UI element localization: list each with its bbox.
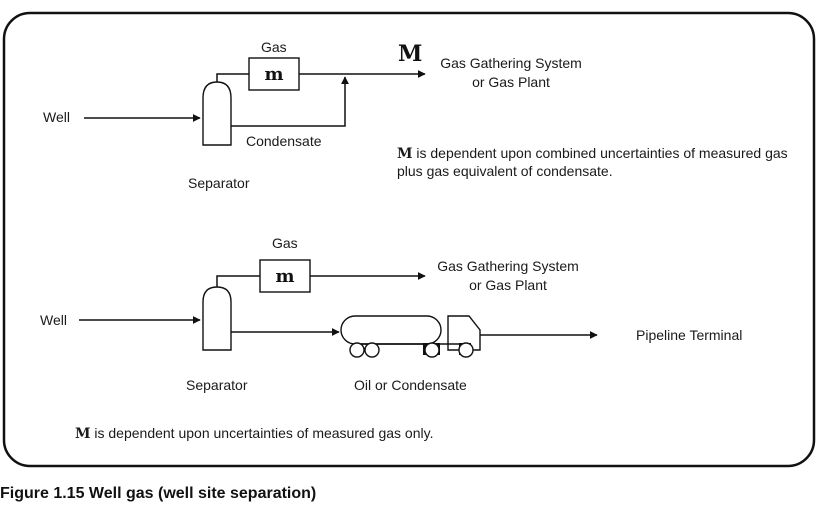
top-note-line1: M is dependent upon combined uncertainti… xyxy=(397,145,788,162)
top-separator-vessel-icon xyxy=(202,81,232,146)
top-destination-line1: Gas Gathering System xyxy=(440,55,582,71)
bottom-oil-label: Oil or Condensate xyxy=(354,377,467,393)
bottom-gas-line xyxy=(216,275,260,287)
bottom-pipeline-label: Pipeline Terminal xyxy=(636,327,742,343)
tank-truck-icon xyxy=(340,315,481,358)
diagram-frame xyxy=(2,11,816,468)
top-well-label: Well xyxy=(43,109,70,125)
bottom-separator-label: Separator xyxy=(186,377,248,393)
top-gas-label: Gas xyxy=(261,39,287,55)
top-gas-line xyxy=(216,73,249,82)
bottom-gas-meter-label: m xyxy=(275,266,294,287)
bottom-diagram: Well Separator Gas m Gas Gathering Syste… xyxy=(40,235,742,442)
top-condensate-line xyxy=(231,76,349,127)
top-destination-line2: or Gas Plant xyxy=(472,74,550,90)
bottom-well-label: Well xyxy=(40,312,67,328)
bottom-gas-meter xyxy=(259,259,311,293)
bottom-separator-vessel-icon xyxy=(202,286,232,351)
top-note-line2: plus gas equivalent of condensate. xyxy=(397,163,613,179)
figure-caption: Figure 1.15 Well gas (well site separati… xyxy=(0,485,317,502)
bottom-gas-label: Gas xyxy=(272,235,298,251)
bottom-note-text: is dependent upon uncertainties of measu… xyxy=(91,425,434,441)
top-condensate-label: Condensate xyxy=(246,133,322,149)
top-gas-meter-label: m xyxy=(264,64,283,85)
bottom-destination-line1: Gas Gathering System xyxy=(437,258,579,274)
bottom-destination-line2: or Gas Plant xyxy=(469,277,547,293)
top-note-M: M xyxy=(397,146,413,162)
top-M-symbol: M xyxy=(398,41,422,67)
bottom-note-M: M xyxy=(75,426,91,442)
top-note-text: is dependent upon combined uncertainties… xyxy=(413,145,788,161)
top-separator-label: Separator xyxy=(188,175,250,191)
top-diagram: Well Separator Gas m Condensate M Gas Ga… xyxy=(43,39,788,191)
bottom-note: M is dependent upon uncertainties of mea… xyxy=(75,425,433,442)
